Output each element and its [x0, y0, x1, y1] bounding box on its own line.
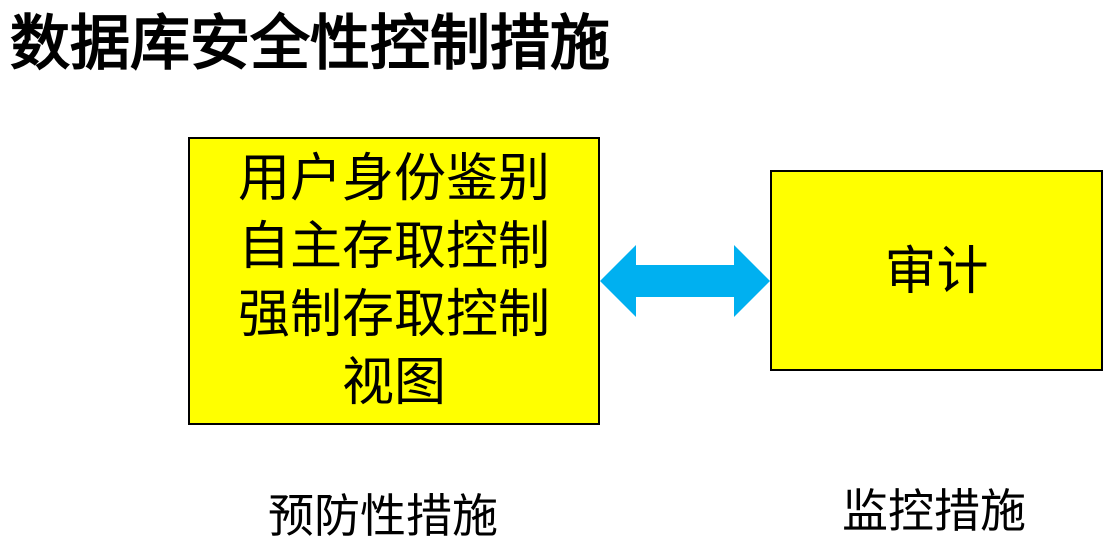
monitoring-measures-box: 审计: [770, 170, 1103, 371]
list-item: 自主存取控制: [237, 217, 550, 277]
preventive-measures-box: 用户身份鉴别 自主存取控制 强制存取控制 视图: [188, 137, 600, 425]
page-title: 数据库安全性控制措施: [10, 9, 610, 79]
list-item: 视图: [341, 353, 446, 413]
double-headed-arrow-icon: [600, 245, 770, 317]
arrow-shape: [600, 245, 770, 317]
preventive-measures-list: 用户身份鉴别 自主存取控制 强制存取控制 视图: [190, 145, 598, 417]
list-item: 强制存取控制: [237, 285, 550, 345]
audit-label: 审计: [884, 242, 989, 302]
monitoring-measures-caption: 监控措施: [842, 484, 1026, 538]
preventive-measures-caption: 预防性措施: [268, 489, 498, 543]
list-item: 用户身份鉴别: [237, 149, 550, 209]
